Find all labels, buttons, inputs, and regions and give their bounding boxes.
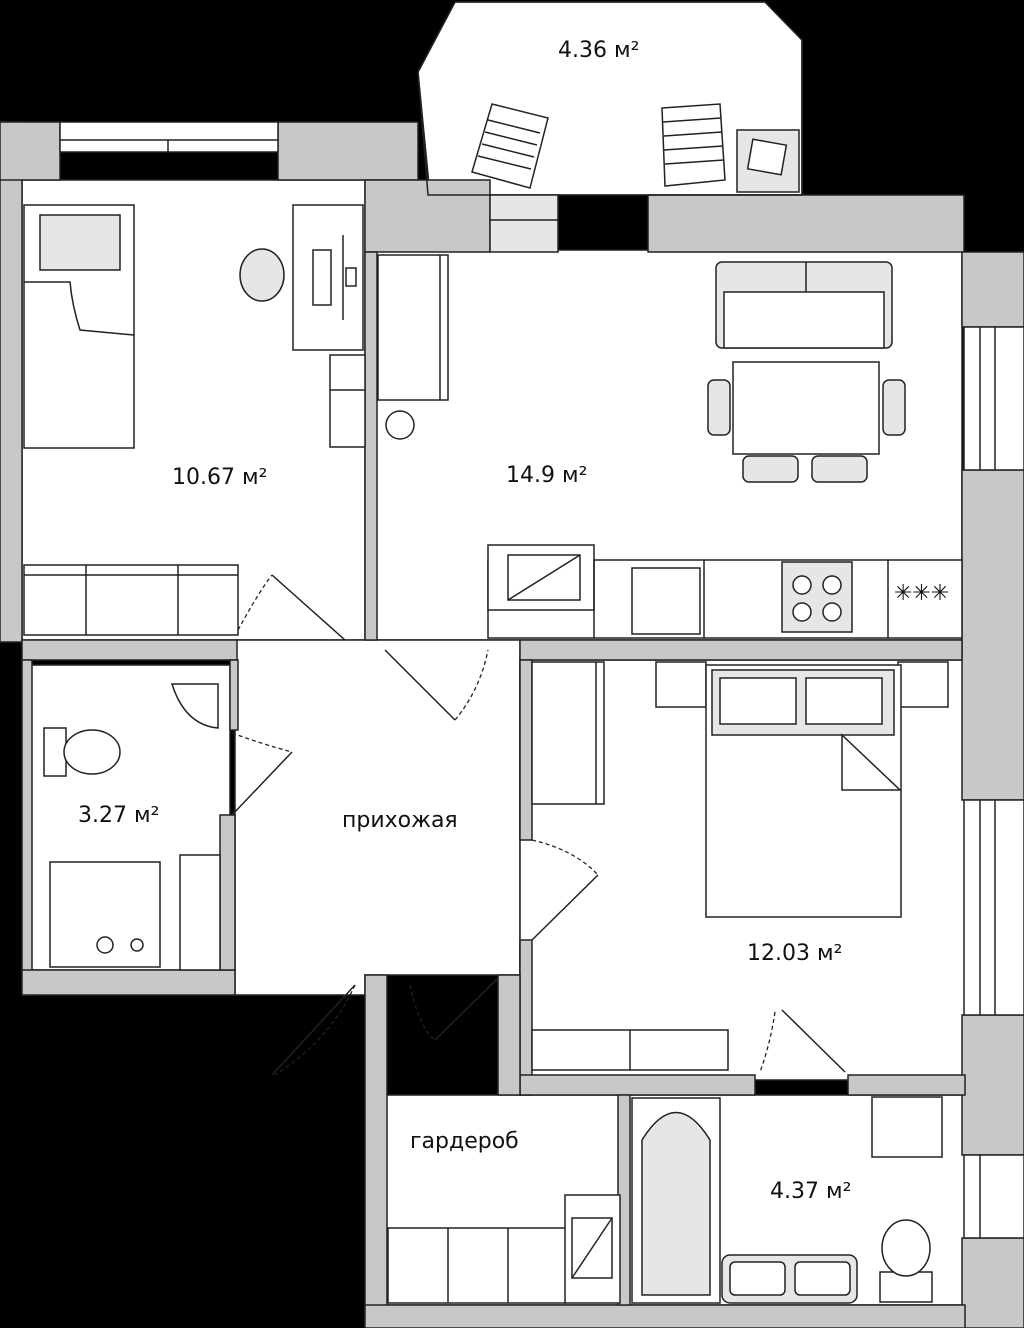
- room-area-bathroom-right: 4.37 м²: [770, 1179, 851, 1204]
- walls: [0, 121, 1024, 1328]
- office-chair: [239, 248, 285, 302]
- lounge-chair-right: [661, 103, 726, 187]
- pillow: [805, 677, 883, 725]
- bathroom-left: 3.27 м²: [43, 683, 221, 971]
- balcony-window-block: [489, 194, 559, 253]
- living-kitchen: ✳✳✳ 14.9 м²: [377, 254, 963, 639]
- room-area-bathroom-left: 3.27 м²: [78, 803, 159, 828]
- toilet-icon: [879, 1219, 933, 1303]
- chair: [707, 379, 731, 436]
- shelf-unit: [179, 854, 221, 971]
- cabinet: [377, 254, 449, 401]
- pillow: [719, 677, 797, 725]
- bedroom-left: 10.67 м²: [23, 204, 366, 636]
- chair: [742, 455, 799, 483]
- shelf-unit: [387, 1227, 567, 1304]
- nightstand: [655, 661, 707, 708]
- room-area-balcony: 4.36 м²: [558, 38, 639, 63]
- balcony: [417, 1, 803, 253]
- room-area-bedroom-left: 10.67 м²: [172, 465, 267, 490]
- nightstand: [897, 661, 949, 708]
- boiler-icon: [385, 410, 415, 440]
- room-name-wardrobe: гардероб: [410, 1129, 519, 1154]
- washbasin-icon: [170, 683, 219, 729]
- room-name-hallway: прихожая: [342, 808, 458, 833]
- chair: [882, 379, 906, 436]
- room-area-living-kitchen: 14.9 м²: [506, 463, 587, 488]
- toilet-icon: [43, 727, 121, 777]
- wardrobe-right: [531, 661, 605, 805]
- room-area-bedroom-right: 12.03 м²: [747, 941, 842, 966]
- monitor-icon: [312, 249, 332, 306]
- bathroom-right: 4.37 м²: [631, 1096, 943, 1304]
- dining-table: [732, 361, 880, 455]
- washing-machine-icon: [871, 1096, 943, 1158]
- bookshelf: [329, 354, 366, 448]
- chair: [811, 455, 868, 483]
- stove-icon: [781, 561, 853, 633]
- lounge-chair-left: [471, 103, 549, 189]
- wardrobe-left: [23, 564, 239, 636]
- sink-icon: [631, 567, 701, 635]
- hallway: прихожая: [231, 574, 599, 941]
- sofa: [715, 261, 893, 349]
- wardrobe-room: гардероб: [271, 977, 621, 1304]
- stove-symbol: ✳✳✳: [894, 581, 949, 606]
- pillow: [39, 214, 121, 271]
- bedroom-right: 12.03 м²: [531, 661, 949, 1073]
- newspaper-icon: [746, 138, 788, 176]
